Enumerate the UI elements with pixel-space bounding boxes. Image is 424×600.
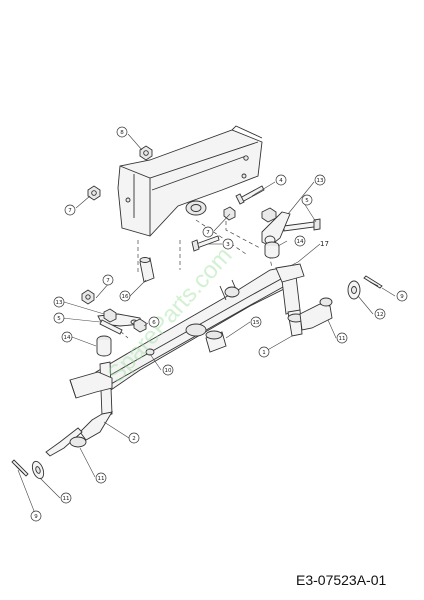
callout-6: 6 [148,316,160,328]
callout-13: 13 [53,296,65,308]
callout-14: 14 [61,331,73,343]
svg-text:9: 9 [34,514,38,520]
callout-16: 16 [119,290,131,302]
bolt-3 [191,235,220,252]
callout-8: 8 [116,126,128,138]
svg-text:5: 5 [57,316,61,322]
callout-9: 9 [396,290,408,302]
leader-lines [17,133,396,517]
svg-text:8: 8 [120,130,124,136]
nut-7-mid [223,206,236,221]
callout-5: 5 [301,194,313,206]
nut-6 [133,318,147,333]
svg-text:7: 7 [68,208,72,214]
cotter-pin-left [11,459,29,477]
callout-17: 17 [320,240,329,248]
frame-bracket [117,125,263,237]
svg-text:11: 11 [339,336,346,342]
pivot-plate [261,207,291,247]
callout-15: 15 [250,316,262,328]
callout-5: 5 [53,312,65,324]
callout-12: 12 [374,308,386,320]
svg-text:4: 4 [279,178,283,184]
callout-7: 7 [202,226,214,238]
bushing-15 [205,330,227,353]
callout-3: 3 [222,238,234,250]
svg-text:10: 10 [165,368,172,374]
washer-left [31,460,45,480]
callout-11: 11 [336,332,348,344]
svg-text:14: 14 [64,335,71,341]
svg-text:7: 7 [206,230,210,236]
bolt-5-low [99,319,123,335]
assembly-line [225,214,261,249]
svg-text:9: 9 [400,294,404,300]
nut-top [139,145,153,161]
nut-left [87,185,101,201]
bolt-4 [235,185,265,205]
svg-text:7: 7 [106,278,110,284]
spindle-right [275,263,333,337]
spacer-16 [139,257,155,283]
svg-text:16: 16 [122,294,129,300]
spindle-left [45,361,113,457]
callout-4: 4 [275,174,287,186]
callout-7: 7 [102,274,114,286]
svg-text:11: 11 [63,496,70,502]
svg-text:11: 11 [98,476,105,482]
callout-11: 11 [95,472,107,484]
assembly-line [195,219,247,255]
svg-text:12: 12 [377,312,384,318]
callout-14: 14 [294,235,306,247]
svg-text:13: 13 [317,178,324,184]
callout-11: 11 [60,492,72,504]
callout-1: 1 [258,346,270,358]
callout-9: 9 [30,510,42,522]
svg-text:15: 15 [253,320,260,326]
svg-text:1: 1 [262,350,266,356]
nut-7-low [81,289,95,305]
washer-right [347,280,361,300]
callout-13: 13 [314,174,326,186]
bushing-top [264,241,280,259]
svg-text:3: 3 [226,242,230,248]
bushing-lower [96,335,112,357]
callout-2: 2 [128,432,140,444]
drawing-id: E3-07523A-01 [296,572,387,588]
svg-text:5: 5 [305,198,309,204]
cotter-pin-right [363,275,383,289]
callout-7: 7 [64,204,76,216]
svg-text:2: 2 [132,436,136,442]
svg-text:14: 14 [297,239,304,245]
bolt-5-top [283,218,321,232]
callout-10: 10 [162,364,174,376]
svg-text:13: 13 [56,300,63,306]
svg-text:6: 6 [152,320,156,326]
